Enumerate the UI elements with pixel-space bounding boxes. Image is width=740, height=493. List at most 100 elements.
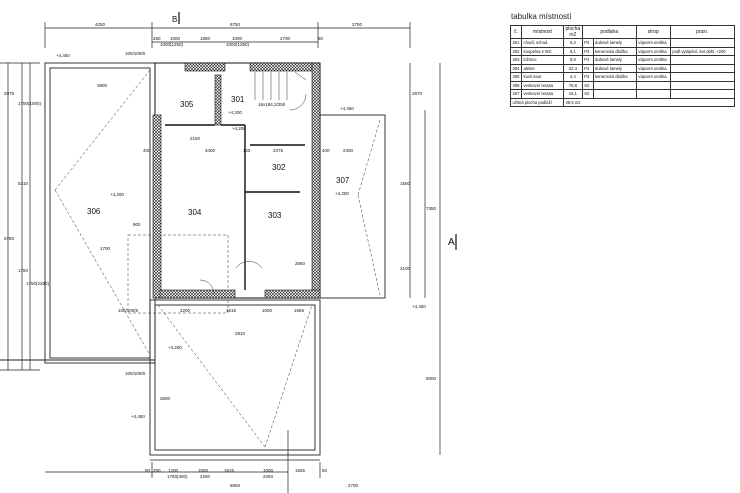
room-labels: 301 302 303 304 305 306 307 [87,95,350,220]
cell-code: P4 [581,63,594,73]
dim-label: 1500 [400,181,411,186]
dim-label: 1565 [294,308,305,313]
room-304: 304 [188,208,202,217]
dim-label: 1700 [100,246,111,251]
dimension-labels: 4250 6750 2750 250 1000 1000(1250) 1850 … [4,22,437,488]
dim-label: 2860 [295,261,306,266]
cell-note [669,89,735,99]
dim-label: 3600 [160,396,171,401]
dim-label: 1000 [262,308,273,313]
cell-code: P4 [581,55,594,65]
dim-label: 2250 [200,474,211,479]
dim-label: 1000(1250) [160,42,184,47]
dim-label: 50 [318,36,324,41]
room-table-title: tabulka místností [511,12,572,21]
col-area-unit: m2 [569,32,577,38]
level-marks: +4,450 +4,200 +4,200 +4,200 +4,200 +4,45… [56,51,426,419]
col-note: pozn. [669,25,735,39]
cell-note [669,80,735,90]
section-mark-b: B [172,15,177,24]
dim-label: 1850 [200,36,211,41]
cell-ceiling [635,80,671,90]
cell-code: P4 [581,38,594,48]
dim-label: 125 [243,148,251,153]
cell-code: P3 [581,46,594,56]
room-307: 307 [336,176,350,185]
dim-label: 1615 [224,468,235,473]
dim-label: 3400 [205,148,216,153]
cell-floor: dubové lamely [592,55,637,65]
dim-label: 1565 [295,468,306,473]
dim-label: 1000(1250) [226,42,250,47]
cell-room: venkovní terasa [521,80,564,90]
room-302: 302 [272,163,286,172]
dim-label: 6750 [230,22,241,27]
dim-label: 1200 [168,468,179,473]
dim-label: 1750(300) [167,474,188,479]
col-floor: podlaha [581,25,637,39]
dim-label: 2730 [280,36,291,41]
room-303: 303 [268,211,282,220]
cell-floor: dubové lamely [592,38,637,48]
cell-note [669,63,735,73]
cell-room: kuch.kout [521,72,564,82]
cell-area: 22,4 [563,63,583,73]
terrace-outlines [0,62,386,456]
col-area-label: plocha [565,26,581,32]
walls [152,62,321,299]
level-mark: +4,200 [228,110,242,115]
level-mark: +4,200 [232,126,246,131]
cell-no: 303 [510,55,522,65]
cell-no: 302 [510,46,522,56]
cell-floor [592,80,637,90]
cell-note [669,38,735,48]
dim-label: 1000 [263,468,274,473]
dim-label: 2400 [343,148,354,153]
cell-ceiling: vápcem.omítka [635,63,671,73]
cell-no: 304 [510,63,522,73]
cell-no: 307 [510,89,522,99]
cell-ceiling [635,89,671,99]
col-no: č. [510,25,522,39]
cell-ceiling: vápcem.omítka [635,55,671,65]
dim-label: 6800 [230,483,241,488]
cell-room: chodí, schod. [521,38,564,48]
dim-label: 2700 [348,483,359,488]
dim-label: 400 [143,148,151,153]
cell-ceiling: vápcem.omítka [635,72,671,82]
cell-code: S2 [581,80,594,90]
door-swing [235,261,263,269]
dim-label: 3100 [400,266,411,271]
cell-area: 6,3 [563,38,583,48]
dim-label: 400 [322,148,330,153]
cell-no: 305 [510,72,522,82]
dim-label: 2750 [352,22,363,27]
cell-floor: keramická dlažba [592,46,637,56]
dim-label: 4250 [95,22,106,27]
dim-label: 6000 [426,376,437,381]
dim-label: 2870 [412,91,423,96]
footer-value: 48,5 m2 [563,97,735,107]
dim-label: 2810 [235,331,246,336]
cell-code: S2 [581,89,594,99]
dimension-lines [0,22,441,493]
cell-area: 4,4 [563,72,583,82]
dim-label: 2375 [273,148,284,153]
dim-label: 7350 [426,206,437,211]
dim-label: 1615 [226,308,237,313]
level-mark: +4,450 [131,414,145,419]
level-mark: +4,200 [168,345,182,350]
cell-room: ložnice [521,55,564,65]
stair-label: 16x184,2/250 [258,102,286,107]
dim-label: 50 [322,468,328,473]
cell-area: 78,8 [563,80,583,90]
